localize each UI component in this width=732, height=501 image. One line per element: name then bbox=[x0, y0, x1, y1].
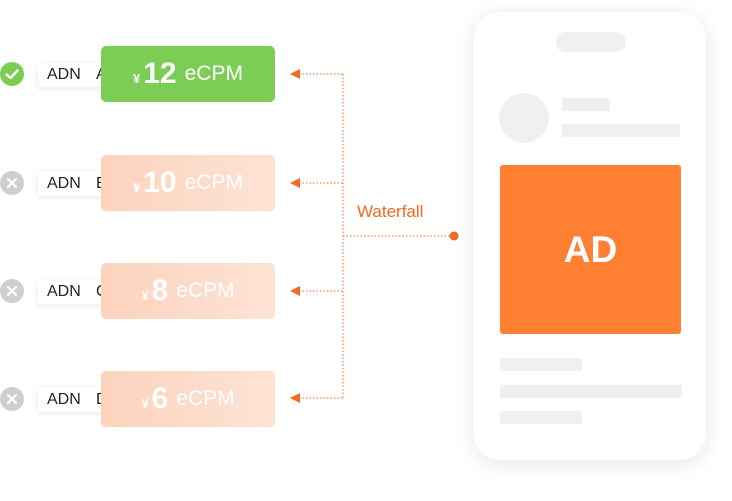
ad-slot: AD bbox=[500, 165, 681, 334]
adn-prefix: ADN bbox=[47, 283, 81, 300]
price-box-lost: ¥ 8 eCPM bbox=[101, 263, 275, 319]
price-unit: eCPM bbox=[184, 171, 243, 194]
adn-prefix: ADN bbox=[47, 391, 81, 408]
adn-row-a: ADN A ¥ 12 eCPM bbox=[0, 46, 280, 102]
waterfall-label: Waterfall bbox=[357, 202, 424, 221]
phone-speaker bbox=[556, 32, 626, 52]
price-unit: eCPM bbox=[176, 279, 235, 302]
price-value: 8 bbox=[151, 274, 169, 307]
text-placeholder bbox=[500, 411, 582, 424]
arrow-left-icon bbox=[290, 178, 300, 188]
x-circle-icon bbox=[0, 171, 24, 195]
adn-row-c: ADN C ¥ 8 eCPM bbox=[0, 263, 280, 319]
adn-row-b: ADN B ¥ 10 eCPM bbox=[0, 155, 280, 211]
check-circle-icon bbox=[0, 62, 24, 86]
adn-prefix: ADN bbox=[47, 66, 81, 83]
currency-symbol: ¥ bbox=[141, 287, 149, 303]
price-value: 12 bbox=[143, 57, 177, 90]
phone-mockup: AD bbox=[474, 12, 706, 460]
price-value: 10 bbox=[143, 166, 177, 199]
price-box-won: ¥ 12 eCPM bbox=[101, 46, 275, 102]
adn-row-d: ADN D ¥ 6 eCPM bbox=[0, 371, 280, 427]
adn-prefix: ADN bbox=[47, 175, 81, 192]
price-value: 6 bbox=[151, 382, 169, 415]
x-circle-icon bbox=[0, 279, 24, 303]
price-unit: eCPM bbox=[184, 62, 243, 85]
text-placeholder bbox=[562, 98, 610, 111]
avatar-placeholder bbox=[499, 93, 549, 143]
currency-symbol: ¥ bbox=[141, 395, 149, 411]
price-unit: eCPM bbox=[176, 387, 235, 410]
x-circle-icon bbox=[0, 387, 24, 411]
arrow-left-icon bbox=[290, 393, 300, 403]
text-placeholder bbox=[562, 124, 680, 137]
arrow-left-icon bbox=[290, 69, 300, 79]
source-dot-icon bbox=[449, 231, 459, 241]
text-placeholder bbox=[500, 358, 582, 371]
currency-symbol: ¥ bbox=[133, 70, 141, 86]
price-box-lost: ¥ 6 eCPM bbox=[101, 371, 275, 427]
arrow-left-icon bbox=[290, 286, 300, 296]
text-placeholder bbox=[500, 385, 682, 398]
currency-symbol: ¥ bbox=[133, 179, 141, 195]
price-box-lost: ¥ 10 eCPM bbox=[101, 155, 275, 211]
